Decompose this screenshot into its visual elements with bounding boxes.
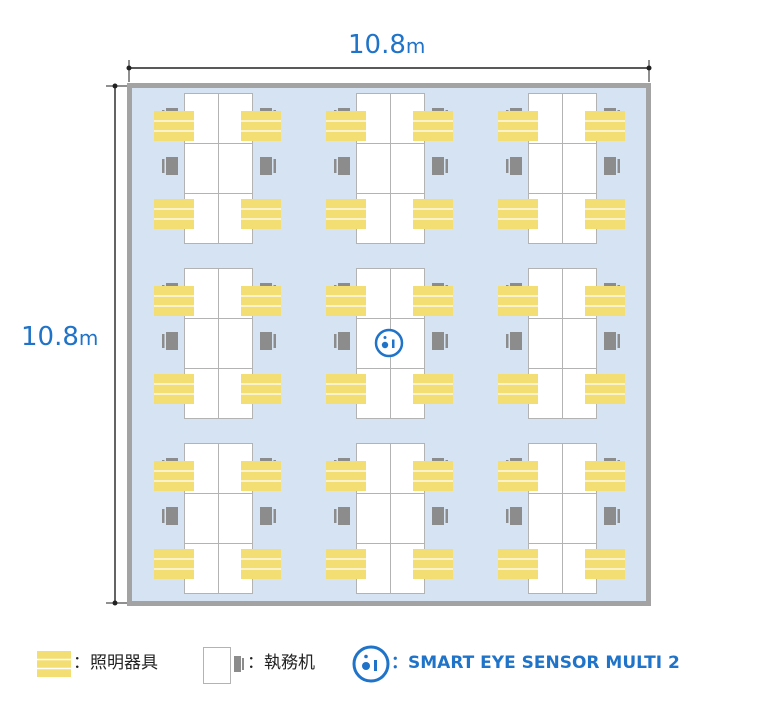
- desk-island: [154, 93, 281, 244]
- light-fixture: [413, 286, 453, 316]
- legend-sensor-text: ：SMART EYE SENSOR MULTI 2: [391, 652, 680, 673]
- desk-island: [326, 443, 453, 594]
- light-fixture: [154, 286, 194, 316]
- smart-eye-sensor-icon: [352, 645, 390, 683]
- dimension-lines: [106, 60, 652, 606]
- chair: [506, 157, 522, 175]
- desk: [390, 493, 425, 544]
- chair-icon: [234, 656, 244, 672]
- desk: [218, 318, 253, 369]
- light-fixture: [241, 549, 281, 579]
- light-fixture: [154, 461, 194, 491]
- desk: [184, 143, 219, 194]
- light-fixture: [241, 461, 281, 491]
- chair: [506, 332, 522, 350]
- light-fixture: [585, 374, 625, 404]
- light-fixture: [326, 286, 366, 316]
- light-fixture: [413, 111, 453, 141]
- desk: [528, 143, 563, 194]
- legend-sensor-label: ：SMART EYE SENSOR MULTI 2: [391, 640, 680, 680]
- light-fixture: [241, 111, 281, 141]
- height-unit: m: [78, 326, 99, 350]
- light-fixture: [241, 199, 281, 229]
- desk-icon: [203, 647, 231, 684]
- light-fixture: [498, 374, 538, 404]
- light-fixture: [326, 374, 366, 404]
- chair: [162, 157, 178, 175]
- height-value: 10.8: [21, 322, 79, 352]
- light-fixture: [498, 461, 538, 491]
- desk: [562, 318, 597, 369]
- desk: [184, 318, 219, 369]
- chair: [604, 332, 620, 350]
- desk: [356, 493, 391, 544]
- chair: [260, 507, 276, 525]
- legend-icons: [37, 645, 390, 684]
- desk-islands: [154, 93, 625, 594]
- light-fixture: [326, 199, 366, 229]
- chair: [334, 507, 350, 525]
- width-value: 10.8: [348, 30, 406, 60]
- light-fixture: [241, 374, 281, 404]
- light-fixture: [498, 286, 538, 316]
- width-unit: m: [405, 34, 426, 58]
- light-fixture: [498, 549, 538, 579]
- desk: [528, 493, 563, 544]
- desk-island: [498, 443, 625, 594]
- width-dimension-label: 10.8m: [348, 30, 425, 60]
- light-fixture: [585, 111, 625, 141]
- desk-island: [498, 93, 625, 244]
- chair: [432, 157, 448, 175]
- light-fixture: [413, 374, 453, 404]
- desk-island: [154, 443, 281, 594]
- light-fixture: [326, 549, 366, 579]
- chair: [432, 332, 448, 350]
- chair: [334, 157, 350, 175]
- smart-eye-sensor: [374, 328, 404, 358]
- light-fixture: [413, 199, 453, 229]
- desk: [562, 493, 597, 544]
- legend-light-label: ：照明器具: [73, 640, 158, 680]
- desk: [218, 493, 253, 544]
- desk: [356, 143, 391, 194]
- desk-island: [154, 268, 281, 419]
- light-fixture: [326, 111, 366, 141]
- light-fixture: [154, 374, 194, 404]
- chair: [432, 507, 448, 525]
- light-fixture: [413, 549, 453, 579]
- light-fixture: [498, 111, 538, 141]
- light-fixture: [241, 286, 281, 316]
- chair: [334, 332, 350, 350]
- chair: [260, 332, 276, 350]
- chair: [162, 332, 178, 350]
- light-fixture: [413, 461, 453, 491]
- light-fixture: [585, 461, 625, 491]
- chair: [604, 507, 620, 525]
- light-fixture: [154, 549, 194, 579]
- legend-desk-text: ：執務机: [247, 652, 315, 673]
- desk: [562, 143, 597, 194]
- light-fixture-icon: [37, 651, 71, 677]
- light-fixture: [498, 199, 538, 229]
- desk-island: [326, 93, 453, 244]
- desk: [528, 318, 563, 369]
- chair: [162, 507, 178, 525]
- light-fixture: [326, 461, 366, 491]
- chair: [604, 157, 620, 175]
- desk: [390, 143, 425, 194]
- desk: [218, 143, 253, 194]
- chair: [260, 157, 276, 175]
- height-dimension-label: 10.8m: [21, 322, 98, 352]
- legend-desk-label: ：執務机: [247, 640, 315, 680]
- light-fixture: [585, 199, 625, 229]
- light-fixture: [585, 549, 625, 579]
- legend-light-text: ：照明器具: [73, 652, 158, 673]
- light-fixture: [154, 199, 194, 229]
- light-fixture: [585, 286, 625, 316]
- chair: [506, 507, 522, 525]
- desk-island: [498, 268, 625, 419]
- desk: [184, 493, 219, 544]
- light-fixture: [154, 111, 194, 141]
